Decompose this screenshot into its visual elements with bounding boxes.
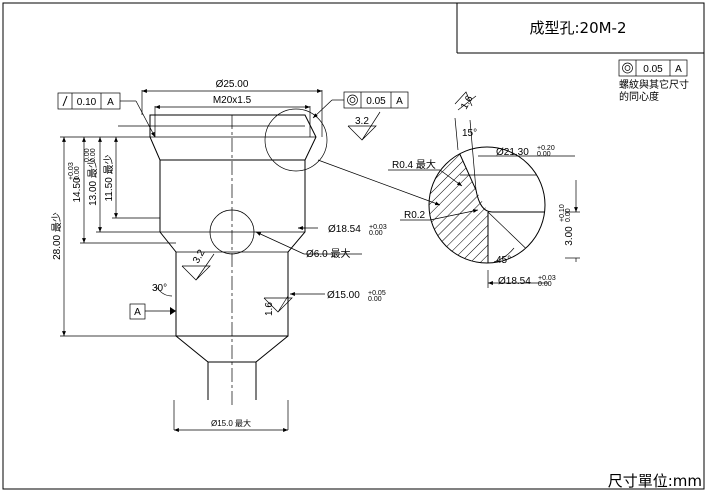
tol-1854-lower: 0.00: [538, 281, 552, 288]
tol-130-lower: 0.00: [90, 148, 97, 162]
roughness-32-top: 3.2: [355, 116, 369, 127]
lower-left-annotations: 3.2 30° A: [129, 248, 215, 320]
bottom-dimension: Ø15.0 最大: [174, 418, 288, 432]
fcf-conc-datum: A: [396, 96, 403, 107]
detail-view: 15° 1.6 Ø21.30 +0.20 0.00 R0.4 最大 R0.2 3…: [388, 91, 580, 288]
cross-hole: [209, 209, 255, 255]
fcf-perp-value: 0.10: [77, 97, 97, 108]
note-line1: 螺紋與其它尺寸: [619, 78, 689, 91]
tol-300-upper: +0.10: [559, 204, 566, 222]
fcf-perpendicularity: 0.10 A: [57, 92, 156, 138]
fcf-concentricity: 0.05 A: [312, 91, 409, 119]
angle-30: 30°: [152, 283, 167, 294]
tol-shaft-upper: +0.05: [368, 290, 386, 297]
detail-dia-1854: Ø18.54: [498, 276, 531, 287]
tol-1854-upper: +0.03: [538, 275, 556, 282]
roughness-32-chamfer: 3.2: [191, 248, 208, 266]
tol-2130-upper: +0.20: [537, 145, 555, 152]
dim-depth-total: 28.00 最少: [51, 212, 63, 260]
roughness-16-detail: 1.6: [459, 94, 476, 112]
detail-r02: R0.2: [404, 210, 426, 221]
dim-depth-145: 14.50: [72, 177, 83, 202]
detail-r04: R0.4 最大: [392, 158, 436, 171]
roughness-16-shaft: 1.6: [264, 302, 275, 316]
note-line2: 的同心度: [619, 90, 659, 103]
datum-a-label: A: [134, 307, 141, 318]
units-label: 尺寸單位:mm: [608, 472, 702, 490]
perpendicularity-icon: [62, 95, 68, 107]
part-title: 成型孔:20M-2: [529, 19, 626, 37]
dim-hole-dia: Ø6.0 最大: [306, 247, 350, 260]
dim-bore-dia: Ø18.54: [328, 224, 361, 235]
detail-dim-300: 3.00: [564, 226, 575, 246]
dim-shaft-dia: Ø15.00: [327, 290, 360, 301]
detail-dia-2130: Ø21.30: [496, 147, 529, 158]
tol-145-lower: 0.00: [74, 166, 81, 180]
dim-outer-dia: Ø25.00: [216, 79, 249, 90]
fcf-conc-value: 0.05: [366, 96, 386, 107]
dim-depth-130: 13.00 最少: [87, 158, 99, 206]
tol-bore-upper: +0.03: [369, 224, 387, 231]
dim-depth-115: 11.50 最少: [103, 154, 115, 201]
roughness-symbol-top: 3.2: [347, 111, 381, 141]
concentricity-note: 0.05 A 螺紋與其它尺寸 的同心度: [618, 59, 689, 103]
note-tolerance: 0.05: [643, 64, 663, 75]
top-dimensions: Ø25.00 M20x1.5: [141, 79, 323, 137]
fcf-perp-datum: A: [107, 97, 114, 108]
concentricity-icon: [622, 62, 633, 74]
tol-2130-lower: 0.00: [537, 151, 551, 158]
detail-callout-circle: [264, 108, 328, 172]
dim-bottom-dia: Ø15.0 最大: [211, 418, 251, 428]
tol-bore-lower: 0.00: [369, 230, 383, 237]
tol-145-upper: +0.03: [68, 162, 75, 180]
note-datum: A: [675, 64, 682, 75]
concentricity-fcf-icon: [347, 94, 358, 106]
tol-130-upper: 0.00: [84, 148, 91, 162]
part-outline: [118, 108, 441, 430]
tol-shaft-lower: 0.00: [368, 296, 382, 303]
detail-angle-15: 15°: [462, 128, 477, 139]
right-dimensions: Ø18.54 +0.03 0.00 Ø6.0 最大 Ø15.00 +0.05 0…: [255, 224, 387, 316]
left-dimensions: 28.00 最少 14.50 +0.03 0.00 13.00 最少 0.00 …: [51, 136, 176, 337]
detail-angle-45: 45°: [496, 255, 511, 266]
dim-thread: M20x1.5: [213, 95, 252, 106]
tol-300-lower: 0.00: [565, 208, 572, 222]
